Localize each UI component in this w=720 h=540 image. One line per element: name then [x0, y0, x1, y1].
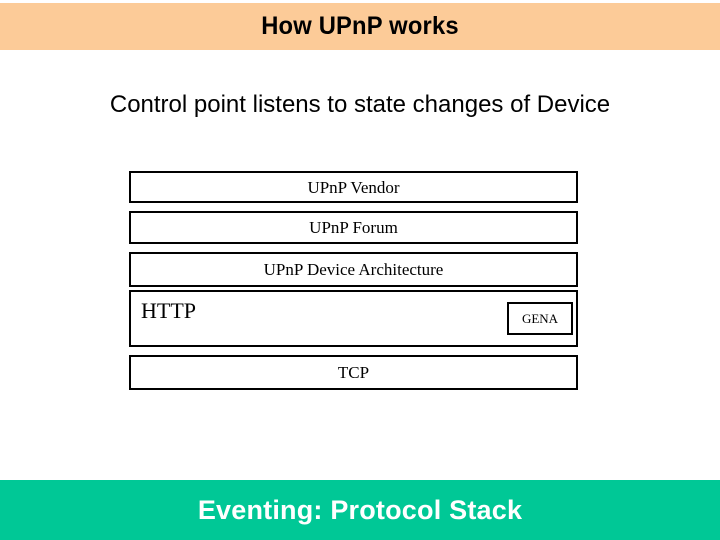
stack-layer-upnp-forum: UPnP Forum: [129, 211, 578, 244]
stack-layer-upnp-device-architecture: UPnP Device Architecture: [129, 252, 578, 287]
page-title: How UPnP works: [261, 12, 459, 40]
slide-footer-band: Eventing: Protocol Stack: [0, 480, 720, 540]
stack-layer-http: HTTP GENA: [129, 290, 578, 347]
slide-title-band: How UPnP works: [0, 3, 720, 50]
stack-layer-label: UPnP Device Architecture: [263, 260, 444, 279]
stack-layer-tcp: TCP: [129, 355, 578, 390]
slide-subtitle: Control point listens to state changes o…: [109, 91, 611, 118]
stack-layer-label: UPnP Forum: [309, 218, 398, 237]
stack-sublayer-label: GENA: [521, 311, 559, 326]
stack-sublayer-gena: GENA: [507, 302, 573, 335]
stack-layer-label: UPnP Vendor: [307, 177, 400, 197]
stack-layer-upnp-vendor: UPnP Vendor: [129, 171, 578, 203]
stack-layer-label: TCP: [337, 363, 370, 382]
footer-caption: Eventing: Protocol Stack: [197, 494, 523, 525]
stack-layer-label: HTTP: [141, 298, 196, 323]
